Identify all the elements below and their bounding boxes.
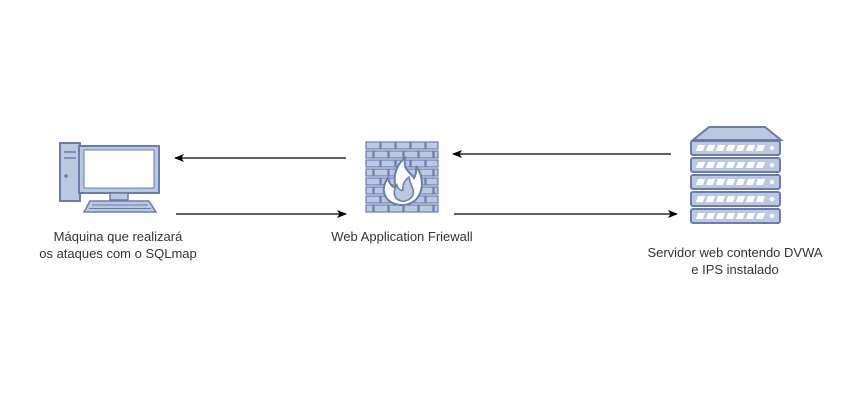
server-slot [725, 196, 736, 202]
brick [373, 168, 389, 177]
server-slot [735, 145, 746, 151]
server-slot [755, 196, 766, 202]
server-slot [695, 196, 706, 202]
brick [365, 168, 374, 177]
brick [380, 159, 396, 168]
server-status-light [769, 196, 775, 202]
brick [365, 159, 381, 168]
brick [373, 150, 389, 159]
brick [418, 150, 434, 159]
server-slot [705, 162, 716, 168]
brick [373, 204, 389, 213]
server-slot [755, 179, 766, 185]
server-status-light [769, 213, 775, 219]
attacker-label: Máquina que realizará os ataques com o S… [8, 228, 228, 262]
brick [433, 150, 439, 159]
brick [433, 204, 439, 213]
server-status-light [769, 179, 775, 185]
server-label-line-1: Servidor web contendo DVWA [647, 245, 823, 260]
brick [403, 204, 419, 213]
server-slot [695, 162, 706, 168]
brick [433, 186, 439, 195]
server-status-light [769, 162, 775, 168]
brick [365, 141, 381, 150]
server-slot [735, 196, 746, 202]
server-slot [705, 179, 716, 185]
server-status-light [769, 145, 775, 151]
server-slot [725, 213, 736, 219]
brick [365, 195, 381, 204]
server-slot [745, 145, 756, 151]
waf-label-line-1: Web Application Friewall [331, 229, 473, 244]
server-unit [690, 191, 781, 207]
server-slot [725, 145, 736, 151]
server-slot [725, 162, 736, 168]
server-slot [715, 145, 726, 151]
brick [365, 204, 374, 213]
server-slot [715, 213, 726, 219]
brick [425, 159, 439, 168]
brick [410, 159, 426, 168]
server-unit [690, 174, 781, 190]
server-slot [755, 162, 766, 168]
brick [418, 204, 434, 213]
server-unit [690, 157, 781, 173]
server-slot [705, 145, 716, 151]
brick [365, 186, 374, 195]
firewall-icon [365, 141, 439, 213]
brick [410, 141, 426, 150]
server-slot [745, 213, 756, 219]
server-slot [715, 179, 726, 185]
brick [388, 150, 404, 159]
server-slot [725, 179, 736, 185]
server-slot [735, 179, 746, 185]
brick [433, 168, 439, 177]
server-unit [690, 208, 781, 224]
server-label: Servidor web contendo DVWA e IPS instala… [615, 244, 855, 278]
server-unit [690, 140, 781, 156]
brick [365, 177, 381, 186]
server-slot [745, 162, 756, 168]
brick [425, 195, 439, 204]
server-rack-icon [690, 126, 784, 224]
server-slot [735, 213, 746, 219]
brick [365, 150, 374, 159]
brick [403, 150, 419, 159]
brick [395, 141, 411, 150]
server-slot [735, 162, 746, 168]
brick [425, 141, 439, 150]
server-slot [715, 196, 726, 202]
brick [425, 177, 439, 186]
server-slot [755, 213, 766, 219]
attacker-label-line-2: os ataques com o SQLmap [39, 246, 197, 261]
brick [380, 141, 396, 150]
waf-label: Web Application Friewall [292, 228, 512, 245]
server-slot [695, 179, 706, 185]
server-slot [745, 196, 756, 202]
server-slot [705, 213, 716, 219]
server-slot [745, 179, 756, 185]
desktop-computer-icon [59, 142, 160, 213]
brick [388, 204, 404, 213]
server-slot [755, 145, 766, 151]
server-slot [695, 145, 706, 151]
server-slot [705, 196, 716, 202]
server-slot [695, 213, 706, 219]
attacker-label-line-1: Máquina que realizará [53, 229, 183, 244]
server-slot [715, 162, 726, 168]
server-label-line-2: e IPS instalado [691, 262, 779, 277]
